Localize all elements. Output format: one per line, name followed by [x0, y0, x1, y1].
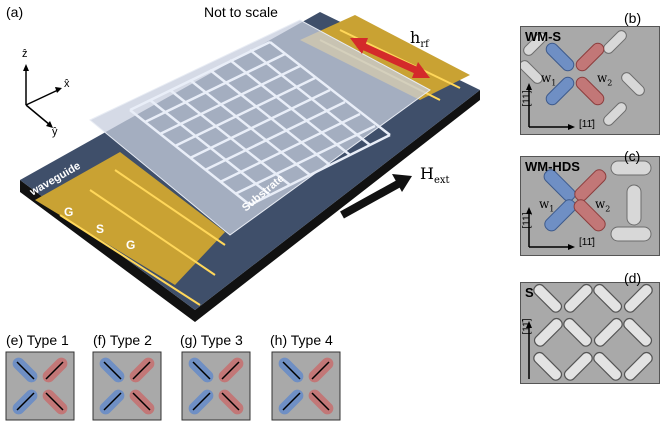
island-w1-bottom: [545, 76, 575, 106]
hrf-arrow: [356, 40, 422, 76]
panel-b-w2-sub: 2: [607, 78, 613, 88]
hrf-arrowhead-left: [350, 38, 368, 54]
type-2-label: (f) Type 2: [93, 332, 152, 348]
type-4-label: (h) Type 4: [270, 332, 333, 348]
hrf-label: hrf: [410, 28, 429, 50]
panel-b-w1-sub: 1: [551, 78, 557, 88]
hext-label-sub: ext: [433, 175, 450, 187]
island-w2-bottom: [573, 199, 606, 232]
substrate: [89, 19, 431, 236]
panel-b-dir-horizontal: [11̄]: [579, 119, 595, 130]
type-3-label: (g) Type 3: [180, 332, 243, 348]
hrf-label-text: h: [410, 28, 421, 47]
panel-d-islands: [526, 283, 653, 381]
lattice: [129, 40, 391, 207]
panel-label-c: (c): [624, 148, 641, 164]
panel-label-d: (d): [624, 270, 642, 286]
panel-c-islands: [526, 160, 652, 250]
hext-label: Hext: [420, 164, 450, 186]
signal-line-3: [114, 169, 226, 246]
electrode-label-g2: G: [126, 238, 136, 252]
island-w2-top: [574, 169, 607, 202]
board-side: [20, 90, 480, 322]
hrf-arrowhead-right: [412, 62, 430, 78]
electrode-label-s: S: [96, 222, 105, 236]
panel-b-w1: w1: [541, 71, 556, 87]
panel-b-w2-text: w: [597, 71, 608, 85]
panel-d-title: S: [525, 285, 534, 300]
panel-c-image: WM-HDS w1 w2 [11] [11̄]: [520, 156, 660, 256]
island-w1-top: [543, 169, 576, 202]
electrode-region-left: [35, 152, 225, 285]
panel-b-w1-text: w: [541, 71, 552, 85]
island-w2-top: [575, 42, 605, 72]
hext-label-text: H: [420, 164, 434, 183]
panel-c-w2: w2: [595, 197, 610, 213]
panel-c-w2-text: w: [595, 197, 606, 211]
island-w2-bottom: [575, 76, 605, 106]
panel-c-title: WM-HDS: [525, 159, 580, 174]
panel-c-dir-horizontal: [11̄]: [579, 237, 595, 248]
signal-line-1: [59, 214, 201, 306]
y-axis-label: ŷ: [52, 126, 58, 138]
panel-b-islands: [521, 30, 645, 130]
x-axis-arrowhead: [55, 87, 62, 93]
y-axis-arrowhead: [46, 121, 53, 128]
signal-line-2: [89, 189, 216, 276]
hrf-label-sub: rf: [420, 39, 429, 51]
panel-c-dir-vertical: [11]: [521, 212, 533, 229]
panel-d-dir-vertical: [11̄]: [521, 318, 533, 335]
panel-c-w1: w1: [539, 197, 554, 213]
island-w1-bottom: [544, 199, 577, 232]
x-axis-label: x̂: [64, 78, 70, 90]
z-axis-arrowhead: [23, 64, 29, 71]
panel-label-a: (a): [6, 4, 24, 20]
panel-d-image: S [11̄]: [520, 282, 660, 384]
panel-b-dir-vertical: [11]: [521, 90, 533, 107]
panel-b-title: WM-S: [525, 29, 562, 44]
panel-c-w1-sub: 1: [549, 204, 555, 214]
hext-arrowhead: [392, 174, 412, 192]
scale-note: Not to scale: [204, 4, 278, 20]
z-axis-label: ẑ: [22, 48, 28, 60]
panel-c-w2-sub: 2: [605, 204, 611, 214]
electrode-label-g1: G: [64, 205, 74, 219]
panel-b-image: WM-S w1 w2 [11] [11̄]: [520, 26, 660, 135]
axes: [25, 68, 59, 126]
panel-label-b: (b): [624, 10, 642, 26]
type-1-label: (e) Type 1: [6, 332, 69, 348]
panel-b-w2: w2: [597, 71, 612, 87]
hext-arrow: [340, 180, 400, 219]
island-w1-top: [545, 42, 575, 72]
panel-c-w1-text: w: [539, 197, 550, 211]
